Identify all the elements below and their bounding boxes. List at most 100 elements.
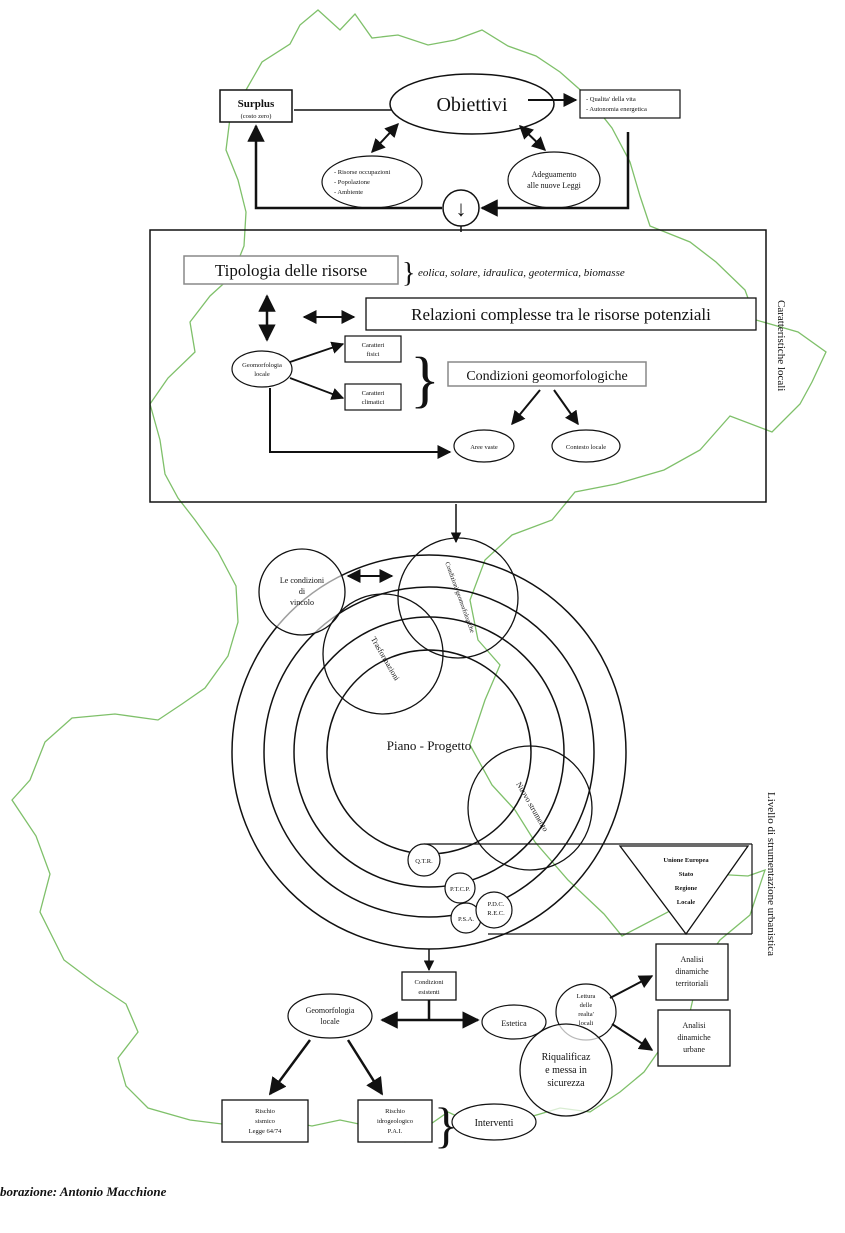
caratteri-climatici-2: climatici — [362, 399, 385, 406]
esistenti-line-1: Condizioni — [415, 979, 444, 986]
vincolo-line-3: vincolo — [290, 598, 314, 607]
analisi-urb-box — [657, 1009, 731, 1067]
vincolo-line-1: Le condizioni — [280, 576, 325, 585]
riqualificaz-circle — [519, 1023, 613, 1117]
pdc-line-2: R.E.C. — [487, 910, 505, 917]
tipologia-box — [183, 255, 399, 285]
adeguamento-ellipse — [507, 151, 601, 209]
idro-3: P.A.I. — [388, 1128, 403, 1135]
adeguamento-line-1: Adeguamento — [532, 170, 577, 179]
aree-vaste-label: Aree vaste — [470, 444, 498, 451]
condizioni-label: Condizioni geomorfologiche — [466, 369, 627, 384]
cond-geomorf-circle — [397, 537, 519, 659]
estetica-label: Estetica — [501, 1019, 527, 1028]
qualita-box — [579, 89, 681, 119]
idro-2: idrogeologico — [377, 1118, 413, 1125]
caratteri-fisici-1: Caratteri — [362, 342, 385, 349]
plan-ring-2 — [263, 586, 595, 918]
credit-caption: borazione: Antonio Macchione — [0, 1184, 167, 1199]
qualita-line-1: - Qualita' della vita — [586, 96, 636, 103]
down-arrow-glyph: ↓ — [456, 196, 467, 221]
arrow-geo-aree — [269, 388, 452, 459]
arrow-geo-climatici — [289, 377, 345, 400]
caratteri-fisici-2: fisici — [367, 351, 380, 358]
feedback-right — [480, 132, 630, 217]
sismico-1: Rischio — [255, 1108, 275, 1115]
riqualificaz-1: Riqualificaz — [542, 1052, 591, 1063]
adeguamento-line-2: alle nuove Leggi — [527, 181, 582, 190]
condizioni-brace: } — [410, 346, 440, 414]
lettura-4: locali — [579, 1020, 594, 1027]
esistenti-box — [401, 971, 457, 1001]
resources-box — [149, 229, 767, 503]
rischio-sismico-box — [221, 1099, 309, 1143]
surplus-label: Surplus — [238, 98, 275, 110]
esistenti-line-2: esistenti — [418, 989, 439, 996]
feedback-left — [247, 124, 442, 210]
qtr-label: Q.T.R. — [415, 858, 433, 865]
pdc-circle — [475, 891, 513, 929]
analisi-terr-1: Analisi — [680, 955, 704, 964]
interventi-ellipse — [451, 1103, 537, 1141]
sismico-3: Legge 64/74 — [249, 1128, 282, 1135]
rischio-idro-box — [357, 1099, 433, 1143]
lettura-2: delle — [580, 1002, 593, 1009]
tri-stato: Stato — [679, 871, 693, 878]
sismico-2: sismico — [255, 1118, 275, 1125]
estetica-ellipse — [481, 1004, 547, 1040]
riqualificaz-3: sicurezza — [547, 1078, 585, 1089]
lettura-1: Lettura — [577, 993, 596, 1000]
interventi-label: Interventi — [475, 1118, 514, 1129]
risorse-line-2: - Popolazione — [334, 179, 370, 186]
risorse-line-1: - Risorse occupazioni — [334, 169, 391, 176]
arrow-geo-idro — [346, 1039, 384, 1096]
level-triangle — [618, 845, 750, 936]
geomorf-ellipse — [231, 350, 293, 388]
tri-ue: Unione Europea — [663, 857, 709, 864]
arrow-geo-sismico — [268, 1039, 312, 1096]
geomorf-line-1: Geomorfologia — [242, 362, 282, 369]
analisi-terr-2: dinamiche — [675, 967, 709, 976]
tri-regione: Regione — [675, 885, 698, 892]
side-label-livello: Livello di strumentazione urbanistica — [765, 792, 777, 956]
qtr-circle — [407, 843, 441, 877]
analisi-terr-3: territoriali — [676, 979, 709, 988]
trasformazioni-circle — [322, 593, 444, 715]
arrow-obiettivi-adeguamento — [518, 125, 547, 151]
arrow-cond-aree — [511, 389, 541, 426]
trasformazioni-label: Trasformazioni — [369, 635, 402, 683]
piano-progetto-label: Piano - Progetto — [387, 738, 472, 753]
ptcp-circle — [444, 872, 476, 904]
tipologia-brace: } — [402, 258, 415, 289]
risorse-line-3: - Ambiente — [334, 189, 363, 196]
arrow-lettura-urb — [611, 1023, 654, 1051]
caratteri-fisici-box — [344, 335, 402, 363]
ptcp-label: P.T.C.P. — [450, 886, 470, 893]
riqualificaz-2: e messa in — [545, 1065, 587, 1076]
surplus-box — [219, 89, 293, 123]
psa-label: P.S.A. — [458, 916, 474, 923]
plan-ring-3 — [293, 616, 565, 888]
caratteri-climatici-1: Caratteri — [362, 390, 385, 397]
geomorf-bottom-ellipse — [287, 993, 373, 1039]
analisi-urb-2: dinamiche — [677, 1033, 711, 1042]
geomorf-line-2: locale — [254, 371, 270, 378]
contesto-label: Contesto locale — [566, 444, 606, 451]
tipologia-label: Tipologia delle risorse — [215, 261, 367, 280]
condizioni-box — [447, 361, 647, 387]
lettura-3: realta' — [578, 1011, 594, 1018]
pdc-line-1: P.D.C. — [488, 901, 505, 908]
condizioni-vincolo-circle — [258, 548, 346, 636]
arrow-lettura-terr — [609, 975, 654, 999]
analisi-terr-box — [655, 943, 729, 1001]
geomorf-bottom-2: locale — [320, 1017, 340, 1026]
tipologia-types: eolica, solare, idraulica, geotermica, b… — [418, 267, 625, 279]
obiettivi-label: Obiettivi — [436, 94, 508, 116]
analisi-urb-1: Analisi — [682, 1021, 706, 1030]
relazioni-label: Relazioni complesse tra le risorse poten… — [411, 305, 711, 324]
contesto-ellipse — [551, 429, 621, 463]
nuovo-strumento-label: Nuovo strumento — [514, 780, 550, 833]
obiettivi-ellipse — [389, 73, 555, 135]
relazioni-box — [365, 297, 757, 331]
